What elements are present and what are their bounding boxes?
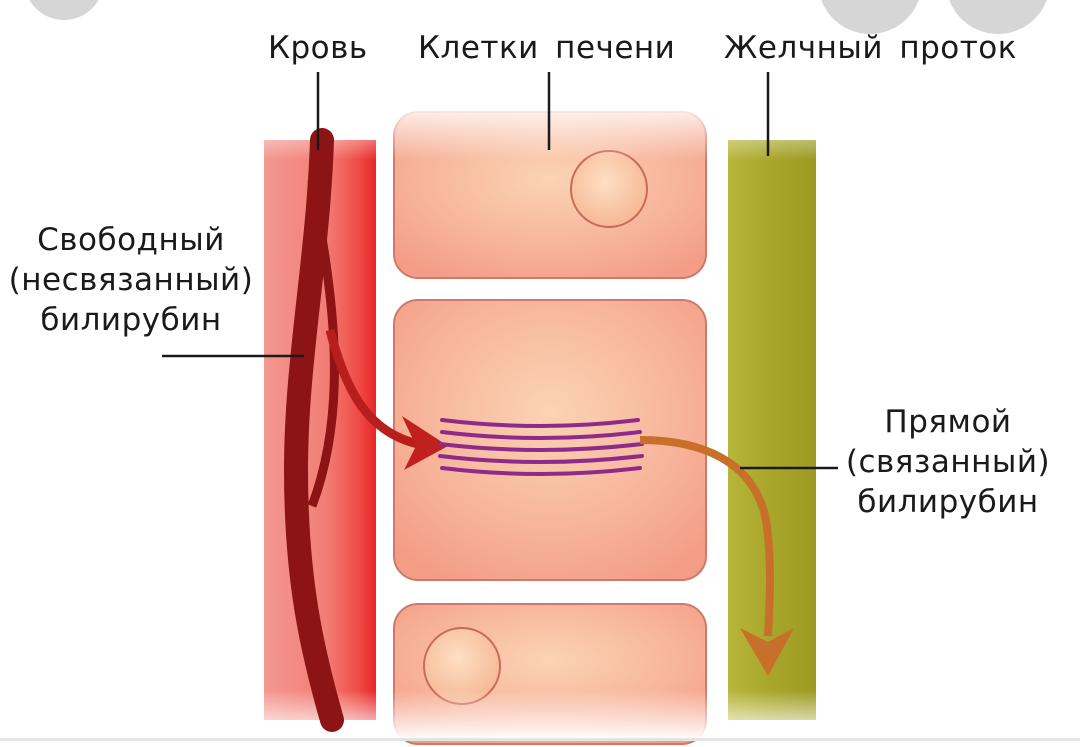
free-bilirubin-line-2: (несвязанный): [8, 262, 254, 298]
free-bilirubin-line-3: билирубин: [40, 302, 222, 338]
blood-flow-main: [283, 128, 344, 732]
label-liver-cells: Клетки печени: [418, 30, 676, 66]
uptake-arrow: [325, 328, 420, 449]
label-free-bilirubin: Свободный (несвязанный) билирубин: [2, 220, 260, 340]
label-blood: Кровь: [268, 30, 368, 66]
secretion-arrow-head: [740, 628, 794, 676]
label-bile-duct: Желчный проток: [724, 30, 1017, 66]
direct-bilirubin-line-2: (связанный): [845, 444, 1051, 480]
nucleus-top: [570, 150, 648, 228]
direct-bilirubin-line-3: билирубин: [857, 484, 1039, 520]
bottom-divider: [0, 738, 1080, 741]
leader-lines: [162, 72, 838, 470]
endoplasmic-reticulum: [438, 418, 644, 476]
free-bilirubin-line-1: Свободный: [37, 222, 225, 258]
secretion-arrow: [639, 436, 774, 637]
uptake-arrow-head: [402, 416, 448, 470]
direct-bilirubin-line-1: Прямой: [884, 404, 1012, 440]
label-direct-bilirubin: Прямой (связанный) билирубин: [832, 402, 1064, 522]
